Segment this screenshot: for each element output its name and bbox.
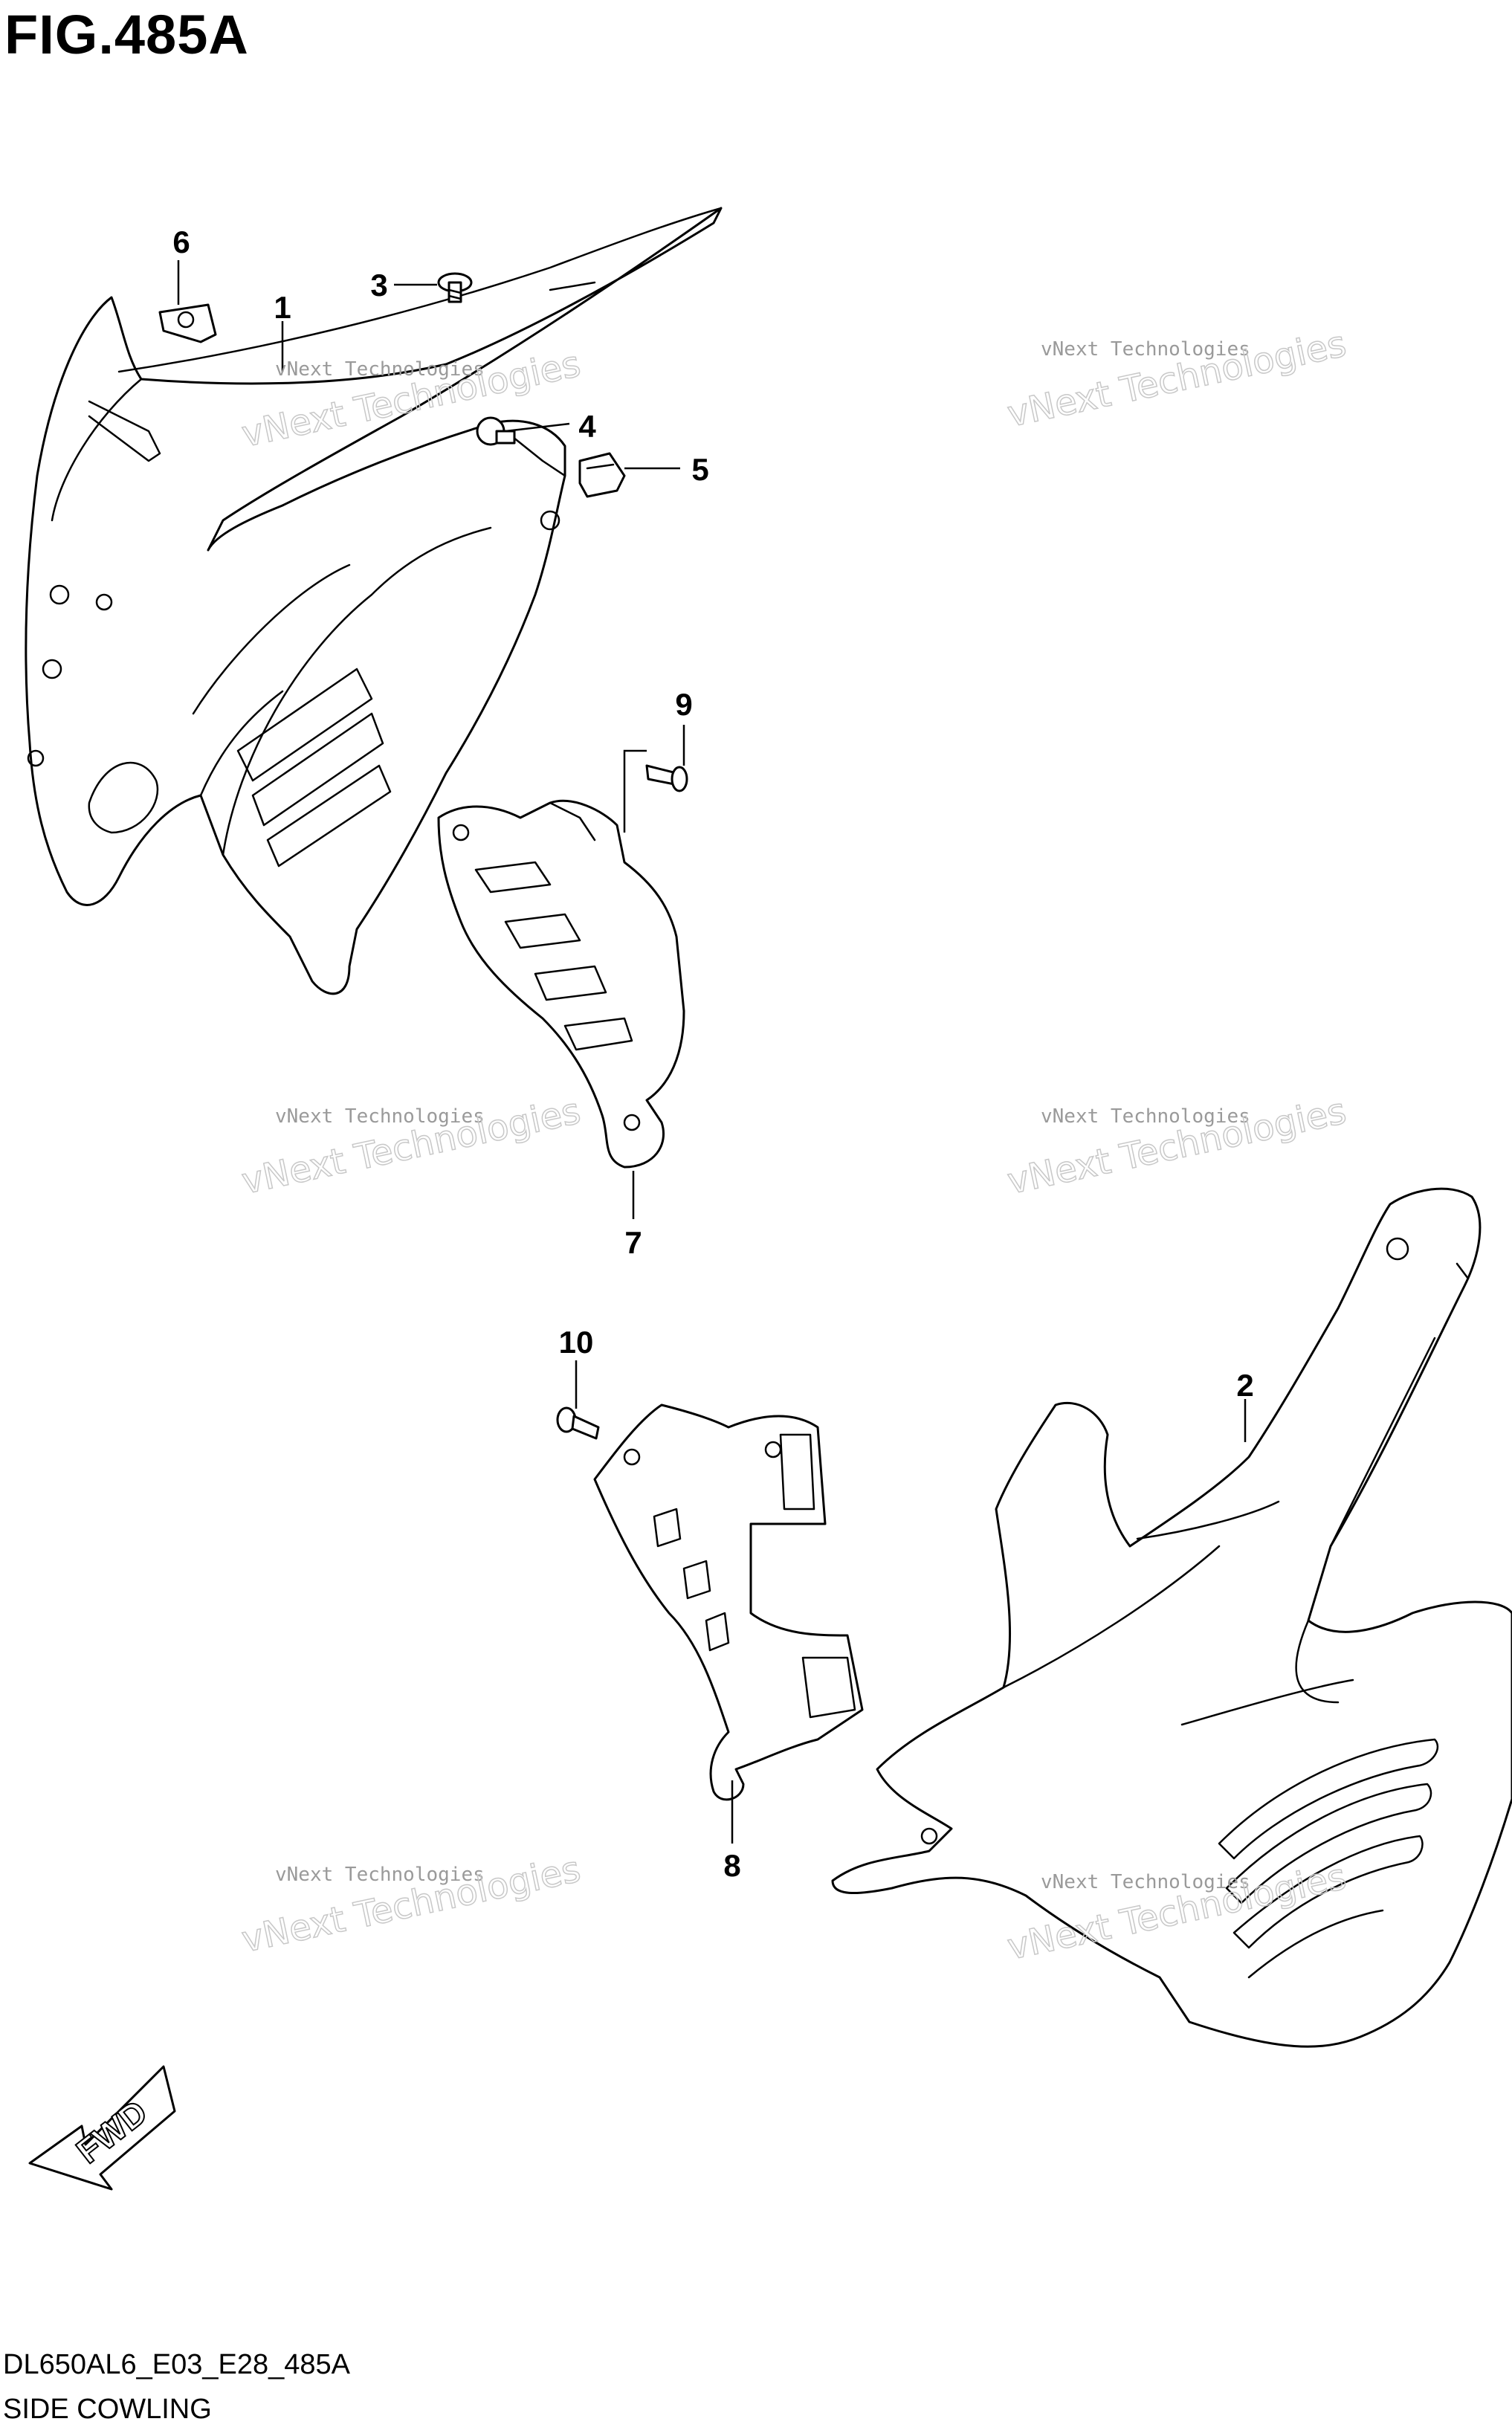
figure-title: FIG.485A <box>4 4 249 65</box>
callout-8: 8 <box>723 1848 740 1883</box>
callout-6: 6 <box>172 224 190 259</box>
part-screw-10 <box>556 1406 600 1440</box>
part-nut-5 <box>578 452 626 498</box>
callout-7: 7 <box>624 1225 642 1260</box>
figure-code: DL650AL6_E03_E28_485A <box>3 2349 350 2380</box>
callout-4: 4 <box>578 409 596 444</box>
part-bracket-8 <box>593 1403 864 1801</box>
watermark-2: vNext Technologies vNext Technologies <box>238 1090 585 1204</box>
callout-3: 3 <box>370 268 387 303</box>
svg-text:vNext Technologies: vNext Technologies <box>275 358 485 381</box>
watermark-1: vNext Technologies vNext Technologies <box>1004 323 1351 436</box>
part-bracket-7 <box>437 799 685 1169</box>
svg-text:vNext Technologies: vNext Technologies <box>1041 1105 1250 1128</box>
part-screw-9 <box>645 764 688 792</box>
svg-text:vNext Technologies: vNext Technologies <box>1041 338 1250 361</box>
part-upper-cowling <box>25 207 723 995</box>
callout-10: 10 <box>559 1325 594 1360</box>
svg-text:vNext Technologies: vNext Technologies <box>275 1864 485 1886</box>
svg-text:vNext Technologies: vNext Technologies <box>275 1105 485 1128</box>
callout-numbers: 1 2 3 4 5 6 7 8 9 10 <box>172 224 1253 1883</box>
part-screw-3 <box>437 272 473 303</box>
fwd-arrow: FWD <box>28 2065 176 2191</box>
figure-subtitle: SIDE COWLING <box>3 2394 212 2425</box>
part-lower-cowling <box>831 1187 1512 2048</box>
part-clip-6 <box>158 303 217 343</box>
leader-lines <box>177 260 1247 1844</box>
callout-1: 1 <box>274 290 291 325</box>
svg-text:vNext Technologies: vNext Technologies <box>1041 1871 1250 1893</box>
callout-9: 9 <box>675 687 692 722</box>
part-bolt-4 <box>476 416 516 446</box>
callout-2: 2 <box>1236 1368 1253 1403</box>
watermark-3: vNext Technologies vNext Technologies <box>1004 1090 1351 1204</box>
callout-5: 5 <box>691 452 708 487</box>
watermark-4: vNext Technologies vNext Technologies <box>238 1848 585 1962</box>
